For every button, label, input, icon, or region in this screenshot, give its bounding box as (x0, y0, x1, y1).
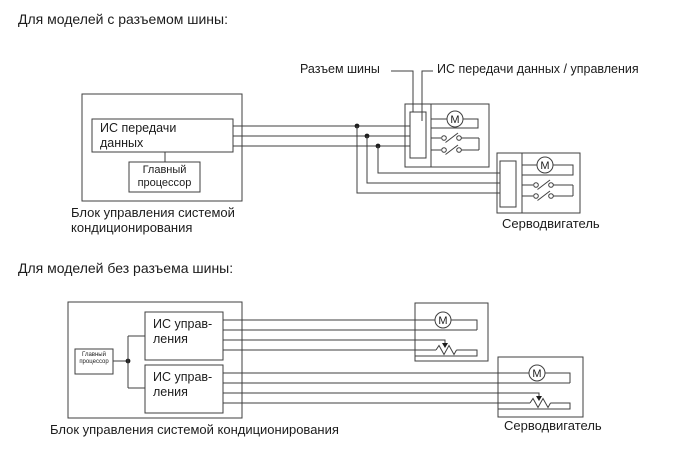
motor-return-wire (498, 372, 571, 384)
bottom-wires-servo-1 (223, 319, 415, 351)
control-ic-box-1 (144, 311, 224, 361)
bottom-cpu-label: Главный процессор (79, 352, 109, 365)
wiper-arrow-icon (442, 343, 448, 348)
motor-symbol: M (450, 114, 459, 126)
control-ic-box-2 (144, 364, 224, 414)
cpu-branch-wires (127, 335, 145, 389)
top-diagram: M M (81, 70, 581, 214)
bottom-servo-1: M (414, 302, 489, 362)
servo-box (404, 103, 490, 168)
servo-box (496, 152, 581, 214)
bottom-servo-caption: Серводвигатель (504, 418, 602, 433)
top-data-ic-label: ИС передачи данных (100, 121, 177, 150)
top-bus-wires (233, 125, 410, 147)
servo-box (414, 302, 489, 362)
potentiometer-icon (435, 344, 457, 356)
motor-return-wire (522, 164, 574, 176)
top-servo-caption: Серводвигатель (502, 216, 600, 231)
pot-return-wire (498, 402, 571, 410)
bottom-servo-2: M (497, 356, 584, 418)
motor-symbol: M (532, 368, 541, 380)
switch-contact-icon (533, 182, 539, 188)
bus-connector-rect (409, 111, 427, 159)
motor-return-wire (415, 319, 478, 331)
wiper-wire (415, 339, 446, 343)
motor-return-wire (431, 118, 479, 129)
top-heading: Для моделей с разъемом шины: (18, 11, 228, 27)
bottom-heading: Для моделей без разъема шины: (18, 260, 234, 276)
switch-contact-icon (548, 193, 554, 199)
bottom-control-unit-caption: Блок управления системой кондиционирован… (50, 422, 339, 437)
switch-blade-icon (445, 144, 459, 155)
top-branch-wire-2 (366, 136, 500, 184)
top-servo-1: M (404, 103, 490, 168)
switch-blade-icon (445, 132, 459, 143)
bus-connector-pointer-line (391, 70, 414, 112)
top-branch-wire-3 (377, 146, 500, 174)
switch-contact-icon (456, 147, 462, 153)
switch-contact-icon (456, 135, 462, 141)
bus-connector-rect (499, 160, 517, 208)
bottom-diagram: M M (67, 301, 584, 419)
bottom-control-unit-box (67, 301, 243, 419)
pot-return-wire (415, 349, 478, 357)
top-control-unit-caption: Блок управления системой кондиционирован… (71, 205, 235, 235)
data-ic-callout: ИС передачи данных / управления (437, 62, 639, 76)
wiper-wire (498, 392, 540, 396)
motor-symbol: M (540, 160, 549, 172)
top-cpu-label: Главный процессор (137, 164, 192, 189)
switch-contact-icon (548, 182, 554, 188)
switch-contact-icon (441, 135, 447, 141)
top-branch-wire-1 (356, 126, 500, 194)
top-servo-2: M (496, 152, 581, 214)
switch-blade-icon (537, 179, 551, 190)
control-ic-2-label: ИС управ- ления (153, 370, 213, 399)
motor-symbol: M (438, 315, 447, 327)
servo-box (497, 356, 584, 418)
potentiometer-icon (529, 397, 551, 409)
bottom-wires-servo-2 (223, 372, 498, 404)
top-control-unit-box (81, 93, 243, 202)
wiper-arrow-icon (536, 396, 542, 401)
bus-connector-callout: Разъем шины (300, 62, 380, 76)
switch-contact-icon (441, 147, 447, 153)
switch-contact-icon (533, 193, 539, 199)
switch-blade-icon (537, 190, 551, 201)
control-ic-1-label: ИС управ- ления (153, 317, 213, 346)
